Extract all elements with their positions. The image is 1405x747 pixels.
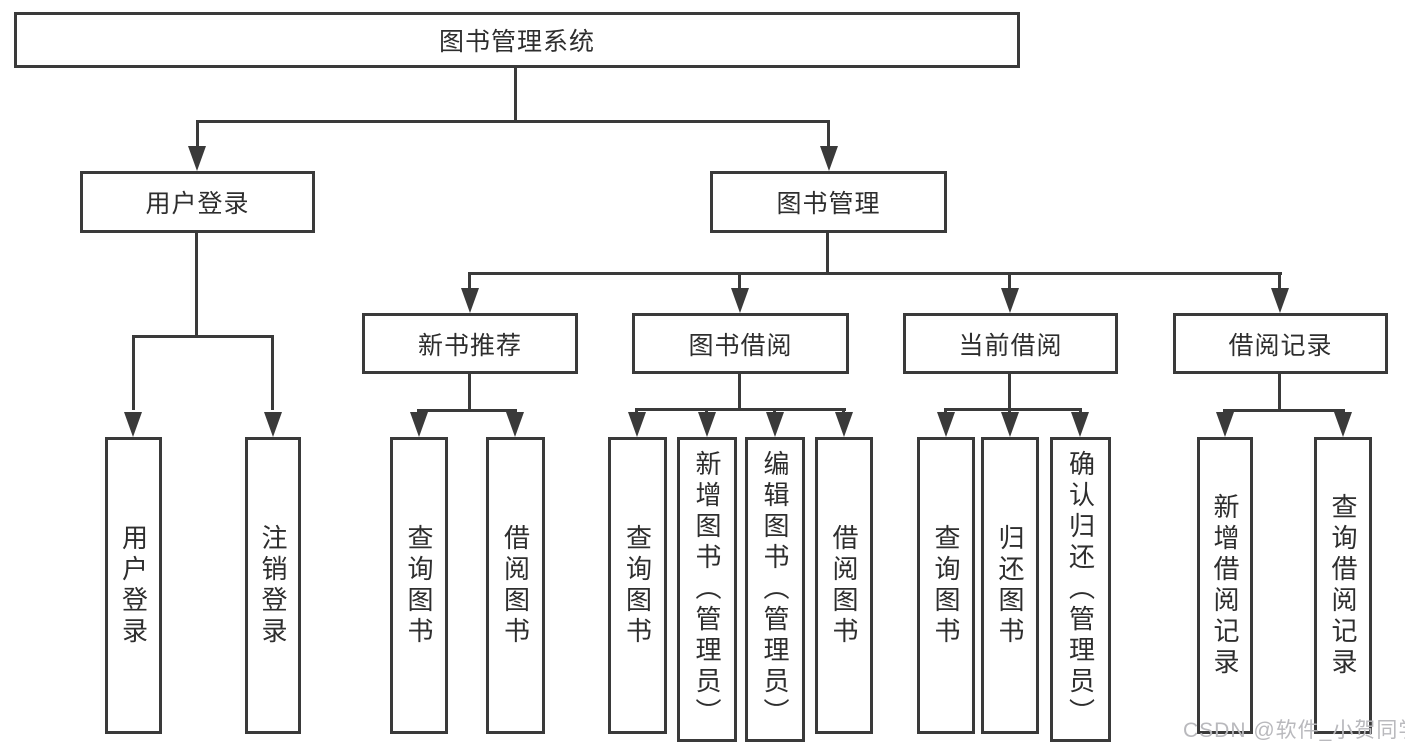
node-label: 查询图书	[404, 523, 434, 648]
arrow-down-icon	[1271, 288, 1289, 313]
leaf-query-borrow-record: 查询借阅记录	[1314, 437, 1372, 734]
node-label: 用户登录	[145, 190, 250, 218]
leaf-borrow-books-recommend: 借阅图书	[486, 437, 545, 734]
arrow-down-icon	[506, 412, 524, 437]
leaf-edit-books-admin: 编辑图书（管理员）	[745, 437, 805, 742]
arrow-down-icon	[1334, 412, 1352, 437]
connector-root-stem	[514, 68, 517, 120]
connector-stem	[1278, 374, 1281, 409]
connector-bar	[1223, 409, 1345, 412]
node-label: 图书借阅	[688, 331, 793, 360]
watermark: CSDN @软件_小贺同学	[1183, 719, 1405, 742]
node-label: 查询借阅记录	[1328, 492, 1358, 679]
arrow-down-icon	[731, 288, 749, 313]
node-book-borrowing: 图书借阅	[632, 313, 849, 374]
arrow-down-icon	[628, 412, 646, 437]
node-book-management: 图书管理	[710, 171, 947, 233]
connector-drop	[271, 335, 274, 410]
arrow-down-icon	[461, 288, 479, 313]
arrow-down-icon	[124, 412, 142, 437]
leaf-query-books-current: 查询图书	[917, 437, 975, 734]
connector-bar	[468, 272, 1282, 275]
node-label: 图书管理	[776, 190, 881, 218]
leaf-return-books: 归还图书	[981, 437, 1039, 734]
connector-drop	[1278, 272, 1281, 294]
connector-drop	[1008, 272, 1011, 294]
connector-stem	[738, 374, 741, 408]
node-label: 查询图书	[931, 523, 961, 648]
arrow-down-icon	[188, 146, 206, 171]
leaf-user-login: 用户登录	[105, 437, 162, 734]
node-label: 图书管理系统	[438, 28, 595, 56]
arrow-down-icon	[820, 146, 838, 171]
node-library-management-system: 图书管理系统	[14, 12, 1020, 68]
node-label: 查询图书	[622, 523, 653, 648]
node-label: 用户登录	[118, 523, 149, 648]
connector-bar	[635, 408, 846, 411]
arrow-down-icon	[835, 412, 853, 437]
connector-stem	[195, 233, 198, 335]
node-label: 新增图书（管理员）	[692, 450, 722, 729]
node-label: 借阅图书	[829, 523, 859, 648]
arrow-down-icon	[1216, 412, 1234, 437]
node-label: 新增借阅记录	[1210, 492, 1240, 679]
arrow-down-icon	[1001, 288, 1019, 313]
arrow-down-icon	[1001, 412, 1019, 437]
node-label: 归还图书	[995, 523, 1025, 648]
connector-bar	[944, 408, 1082, 411]
node-new-book-recommendation: 新书推荐	[362, 313, 578, 374]
node-label: 确认归还（管理员）	[1065, 450, 1096, 729]
arrow-down-icon	[410, 412, 428, 437]
connector-root-bar	[196, 120, 830, 123]
node-label: 注销登录	[258, 523, 288, 648]
leaf-query-books-borrowing: 查询图书	[608, 437, 667, 734]
connector-drop	[196, 120, 199, 156]
arrow-down-icon	[937, 412, 955, 437]
connector-bar	[417, 409, 517, 412]
connector-drop	[132, 335, 135, 410]
connector-drop	[827, 120, 830, 156]
leaf-borrow-books: 借阅图书	[815, 437, 873, 734]
leaf-logout: 注销登录	[245, 437, 301, 734]
leaf-query-books-recommend: 查询图书	[390, 437, 448, 734]
node-current-borrowing: 当前借阅	[903, 313, 1118, 374]
leaf-add-books-admin: 新增图书（管理员）	[677, 437, 737, 742]
arrow-down-icon	[698, 412, 716, 437]
connector-bar	[132, 335, 274, 338]
node-borrowing-records: 借阅记录	[1173, 313, 1388, 374]
node-label: 借阅记录	[1228, 331, 1333, 360]
leaf-add-borrow-record: 新增借阅记录	[1197, 437, 1253, 734]
node-label: 编辑图书（管理员）	[760, 450, 790, 729]
node-label: 借阅图书	[500, 523, 531, 648]
arrow-down-icon	[766, 412, 784, 437]
leaf-confirm-return-admin: 确认归还（管理员）	[1050, 437, 1111, 742]
connector-drop	[468, 272, 471, 294]
connector-stem	[1008, 374, 1011, 408]
arrow-down-icon	[264, 412, 282, 437]
node-label: 当前借阅	[958, 331, 1063, 360]
node-user-login-group: 用户登录	[80, 171, 315, 233]
node-label: 新书推荐	[417, 331, 522, 360]
connector-stem	[826, 233, 829, 272]
connector-stem	[468, 374, 471, 409]
arrow-down-icon	[1071, 412, 1089, 437]
connector-drop	[738, 272, 741, 294]
